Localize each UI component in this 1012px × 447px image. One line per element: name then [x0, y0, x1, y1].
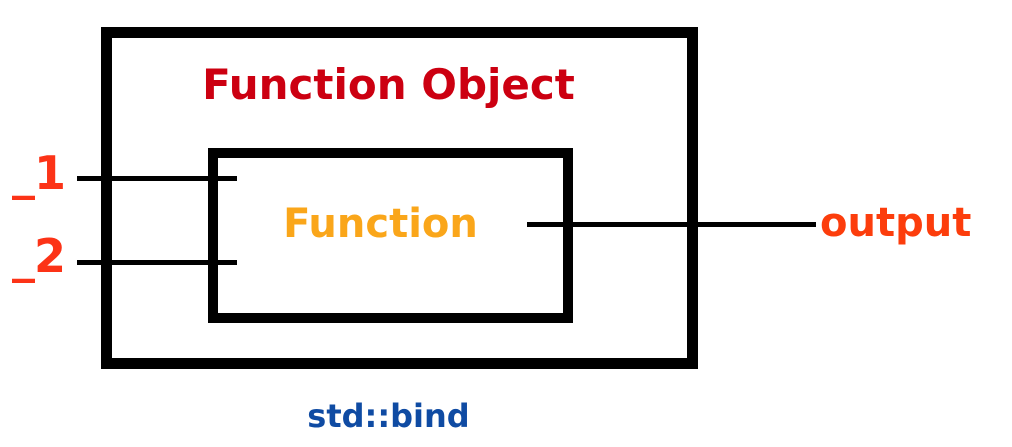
output-label: output — [820, 200, 972, 246]
diagram-caption: std::bind — [307, 397, 470, 435]
function-object-title: Function Object — [202, 60, 575, 109]
input-wire-1 — [77, 176, 237, 181]
input-label-2: _2 — [12, 229, 66, 283]
input-wire-2 — [77, 260, 237, 265]
function-node-label: Function — [283, 201, 478, 247]
function-object-box — [101, 27, 698, 369]
output-wire — [527, 222, 816, 227]
function-box — [208, 148, 573, 323]
input-label-1: _1 — [12, 146, 66, 200]
